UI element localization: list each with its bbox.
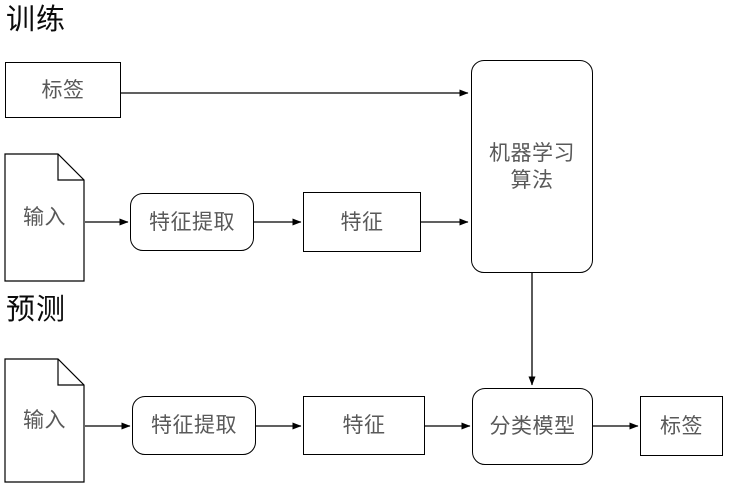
node-train-feature[interactable]: 特征 <box>303 192 421 252</box>
train-input-document-shape <box>4 153 85 282</box>
node-ml-algorithm[interactable]: 机器学习 算法 <box>471 60 593 273</box>
section-heading-prediction: 预测 <box>6 294 67 326</box>
node-predict-input[interactable]: 输入 <box>5 359 84 482</box>
node-predict-label[interactable]: 标签 <box>640 396 723 456</box>
node-train-input[interactable]: 输入 <box>5 154 84 281</box>
train-input-fold-icon <box>57 154 84 181</box>
predict-input-fold-icon <box>57 359 84 386</box>
node-predict-feature[interactable]: 特征 <box>303 396 425 455</box>
node-predict-input-label: 输入 <box>23 408 66 433</box>
node-train-input-label: 输入 <box>23 205 66 230</box>
node-predict-feature-extraction[interactable]: 特征提取 <box>132 396 256 455</box>
node-ml-algorithm-label-line2: 算法 <box>510 167 554 192</box>
node-train-label[interactable]: 标签 <box>5 62 121 118</box>
predict-input-document-shape <box>4 358 85 483</box>
node-ml-algorithm-label-line1: 机器学习 <box>489 141 575 166</box>
section-heading-training: 训练 <box>6 4 67 36</box>
node-classification-model[interactable]: 分类模型 <box>472 388 593 465</box>
node-train-feature-extraction[interactable]: 特征提取 <box>130 193 254 251</box>
